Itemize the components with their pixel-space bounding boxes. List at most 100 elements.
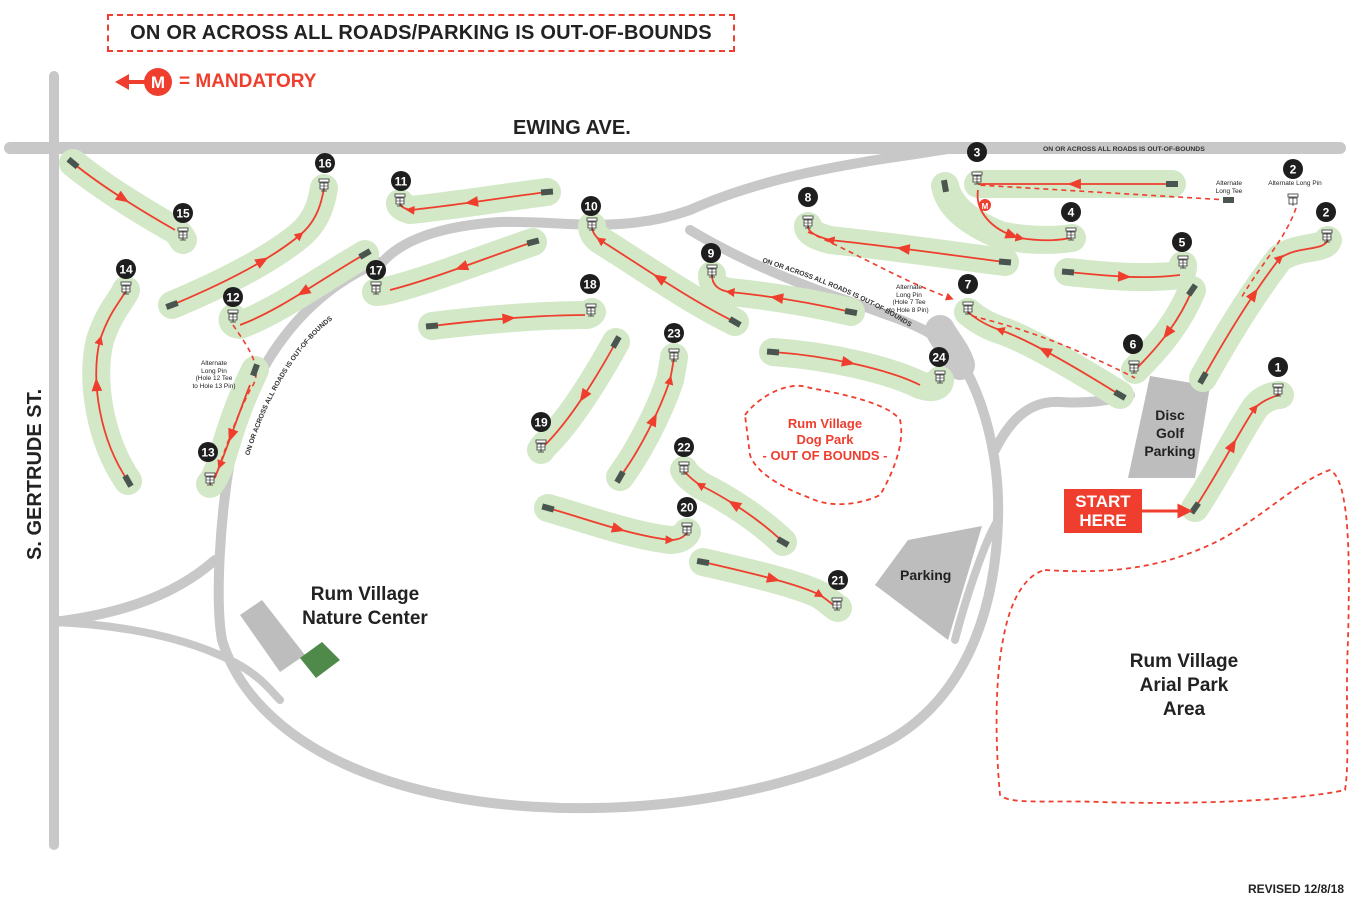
route-arrow-hole-4 <box>1004 228 1019 239</box>
basket-icon <box>934 370 946 384</box>
hole-number: 16 <box>318 157 332 171</box>
hole-number: 15 <box>176 207 190 221</box>
tee-pad-hole-20 <box>541 503 555 513</box>
fairway-hole-23 <box>606 343 688 491</box>
basket-icon <box>831 597 843 611</box>
gertrude-st-label: S. GERTRUDE ST. <box>24 388 46 560</box>
basket-icon <box>971 171 983 185</box>
hole-badge-4: 4 <box>1061 202 1081 222</box>
hole-badge-7: 7 <box>958 274 978 294</box>
hole-badge-16: 16 <box>315 153 335 173</box>
route-hole-24 <box>772 351 921 386</box>
basket-icon <box>394 193 406 207</box>
tee-pad-hole-17 <box>526 237 540 247</box>
basket-icon <box>1065 227 1077 241</box>
route-arrow-hole-3 <box>1067 178 1081 190</box>
tee-pads <box>66 156 1234 566</box>
west-connector-road <box>49 555 220 627</box>
hole-badge-11: 11 <box>391 171 411 191</box>
route-arrow-hole-17 <box>454 260 470 271</box>
hole-badge-15: 15 <box>173 203 193 223</box>
route-arrow-hole-18 <box>502 313 516 325</box>
tee-pad-hole-10 <box>728 316 742 328</box>
hole-badge-20: 20 <box>677 497 697 517</box>
route-arrow-hole-13 <box>228 427 239 443</box>
basket-icon <box>1128 360 1140 374</box>
route-arrow-hole-19 <box>579 387 592 402</box>
route-hole-23 <box>619 356 675 478</box>
tee-pad-hole-7 <box>1113 389 1127 401</box>
route-arrow-hole-9 <box>769 293 784 304</box>
hole-number: 21 <box>831 574 845 588</box>
hole-number: 19 <box>534 416 548 430</box>
route-arrow-hole-14 <box>91 377 103 392</box>
hole-badge-21: 21 <box>828 570 848 590</box>
hole-badge-8: 8 <box>798 187 818 207</box>
tee-pad-hole-5 <box>1061 268 1075 276</box>
fairway-hole-20 <box>534 494 701 554</box>
hole-number: 13 <box>201 446 215 460</box>
alternate-routes <box>214 184 1297 479</box>
basket-icon <box>318 178 330 192</box>
hole-number: 10 <box>584 200 598 214</box>
hole-number: 5 <box>1179 236 1186 250</box>
hole-number: 17 <box>369 264 383 278</box>
hole-number: 3 <box>974 146 981 160</box>
tee-pad-hole-14 <box>122 474 134 488</box>
route-arrow-hole-1 <box>1224 439 1237 454</box>
basket-icon <box>1287 193 1299 206</box>
tee-pad-hole-13 <box>250 363 260 377</box>
basket-icon <box>678 461 690 475</box>
route-arrow-hole-6 <box>1163 324 1176 339</box>
route-hole-1 <box>1194 393 1281 509</box>
basket-icon <box>370 281 382 295</box>
route-arrow-hole-15 <box>114 190 129 203</box>
hole-number: 22 <box>677 441 691 455</box>
route-arrow-hole-11 <box>464 196 479 207</box>
basket-icon <box>204 472 216 486</box>
route-arrow-hole-8 <box>896 244 911 255</box>
tee-pad-hole-12 <box>358 248 372 260</box>
arial-park-boundary <box>995 469 1350 804</box>
route-arrow-hole-23 <box>646 413 657 428</box>
hole-badge-5: 5 <box>1172 232 1192 252</box>
hole-badge-24: 24 <box>929 347 949 367</box>
road-oob-label-top: ON OR ACROSS ALL ROADS IS OUT-OF-BOUNDS <box>1043 146 1205 153</box>
north-road <box>375 143 960 270</box>
ewing-ave-label: EWING AVE. <box>513 117 631 139</box>
hole-badge-12: 12 <box>223 287 243 307</box>
route-arrow-hole-12 <box>297 284 312 296</box>
fairway-hole-6 <box>1121 276 1206 384</box>
hole-number: 2 <box>1323 206 1330 220</box>
hole-badge-3: 3 <box>967 142 987 162</box>
hole-number: 18 <box>583 278 597 292</box>
oob-notice: ON OR ACROSS ALL ROADS/PARKING IS OUT-OF… <box>107 14 735 52</box>
roads <box>4 71 1346 850</box>
hole-number: 8 <box>805 191 812 205</box>
road-bulge <box>925 315 975 380</box>
hole-routes <box>72 162 1329 609</box>
fairways <box>59 149 1342 622</box>
tee-pad-hole-3 <box>1166 181 1178 187</box>
route-hole-2 <box>1202 239 1329 379</box>
parking-label: Parking <box>900 567 952 583</box>
tee-pad-hole-8 <box>998 258 1012 266</box>
route-arrow-hole-2 <box>1245 288 1258 303</box>
disc-golf-parking-lot <box>1128 376 1210 478</box>
tee-pad-hole-19 <box>610 335 622 349</box>
basket-icon <box>120 281 132 295</box>
hole-number: 11 <box>395 175 408 189</box>
hole-badge-23: 23 <box>664 323 684 343</box>
hole-badge-6: 6 <box>1123 334 1143 354</box>
baskets <box>120 171 1333 611</box>
tee-pad-hole-4 <box>941 179 949 193</box>
route-arrow-hole-10 <box>653 274 668 286</box>
basket-icon <box>802 215 814 229</box>
hole-number: 4 <box>1068 206 1075 220</box>
route-hole-9 <box>711 274 852 313</box>
hole-number: 14 <box>119 263 133 277</box>
